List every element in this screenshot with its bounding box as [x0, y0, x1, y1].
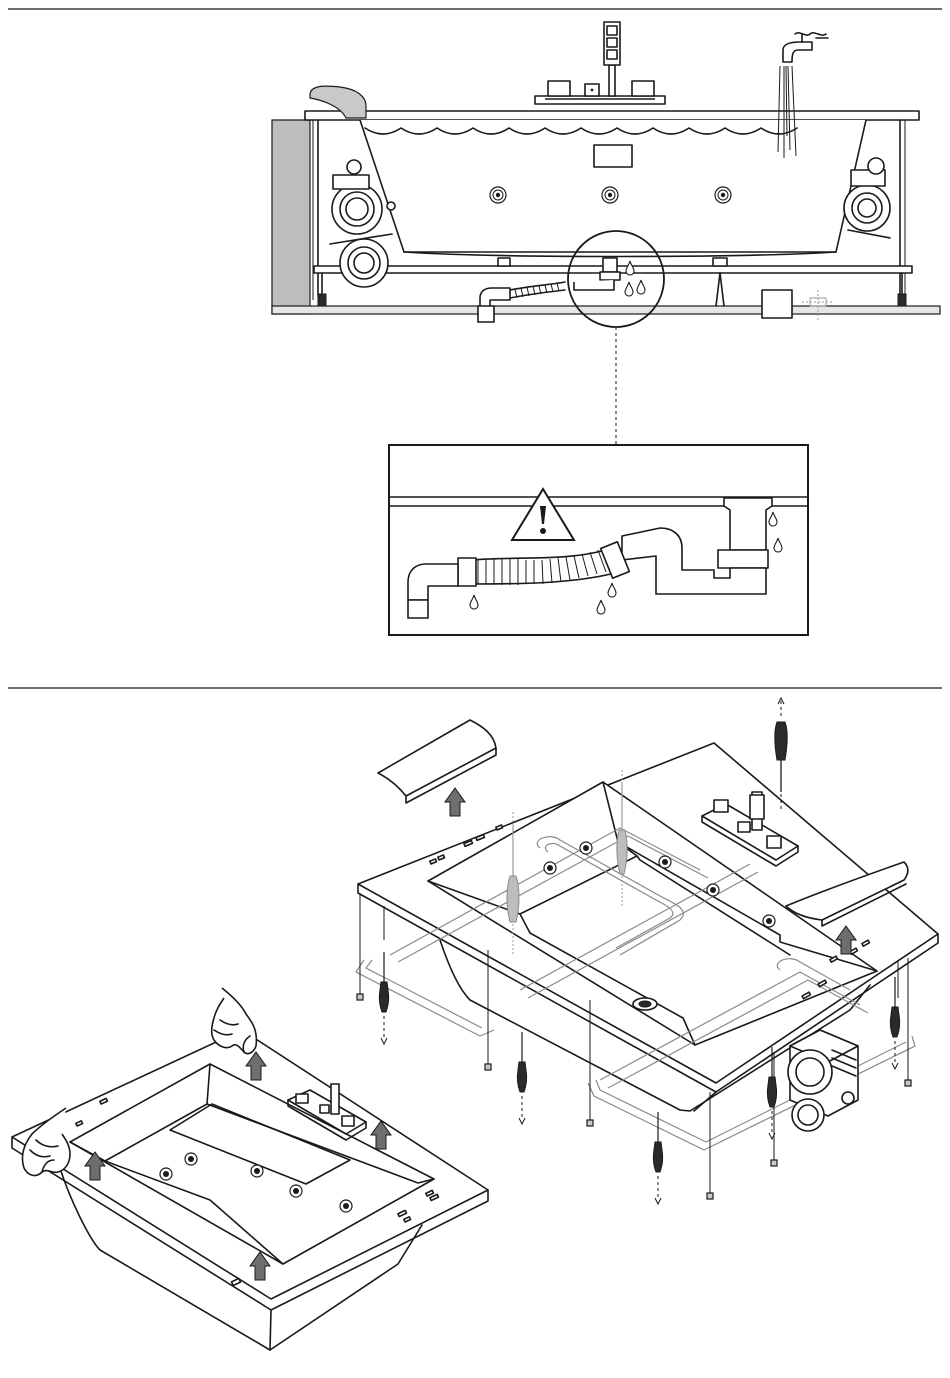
hand-icon	[212, 988, 257, 1054]
wall	[272, 120, 310, 314]
jet-2	[602, 187, 618, 203]
jet-5	[340, 1200, 352, 1212]
jet-2	[185, 1153, 197, 1165]
frame-disassembly	[356, 698, 938, 1204]
jet-3	[251, 1165, 263, 1177]
headrest-removed	[378, 720, 496, 816]
tub-rim	[305, 111, 919, 120]
control-box	[594, 145, 632, 167]
jet-2	[580, 842, 592, 854]
hand-icon	[22, 1108, 70, 1175]
drain	[633, 998, 657, 1010]
drain-detail	[389, 445, 808, 635]
bathtub-lift	[12, 988, 488, 1350]
screwdriver-icon	[775, 698, 788, 810]
jet-1	[490, 187, 506, 203]
bathtub-cross-section	[272, 22, 940, 445]
leg-center-left	[498, 258, 510, 266]
pump-left-lower	[330, 234, 392, 287]
jet-1	[544, 862, 556, 874]
jet-4	[707, 884, 719, 896]
jet-3	[715, 187, 731, 203]
jet-1	[160, 1168, 172, 1180]
control-panel	[535, 22, 665, 104]
floor	[272, 306, 940, 314]
leg-center-right	[713, 258, 727, 306]
leg-left	[318, 273, 326, 306]
lift-arrow-icon	[445, 788, 465, 816]
screwdriver-icon	[517, 1032, 526, 1124]
pump-motor-icon	[788, 1030, 858, 1131]
jet-4	[290, 1185, 302, 1197]
junction-box	[762, 290, 792, 318]
jet-5	[763, 915, 775, 927]
jet-3	[659, 856, 671, 868]
pump-right	[844, 158, 890, 238]
screwdriver-icon	[379, 952, 388, 1044]
